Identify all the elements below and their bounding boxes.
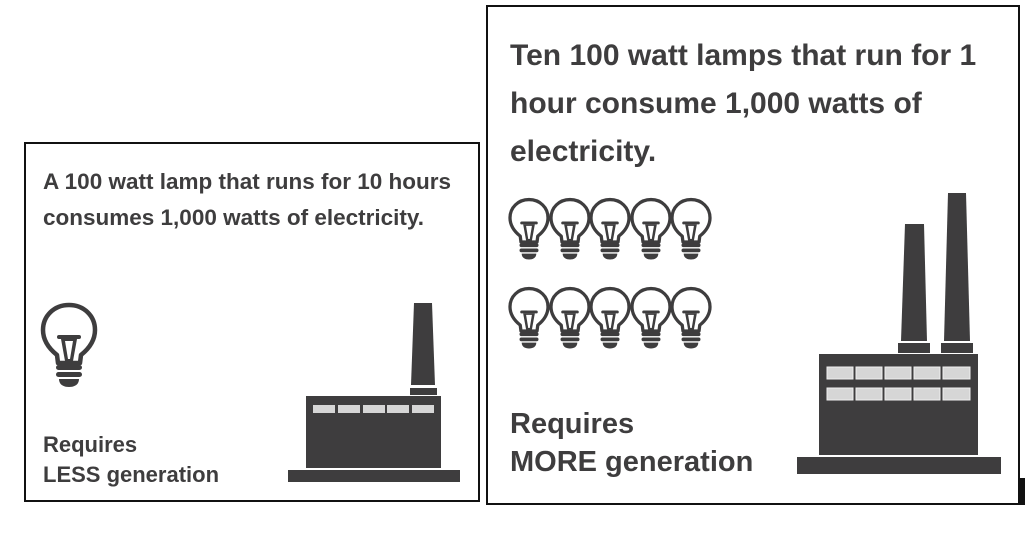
border-artifact [1019,478,1025,505]
panel-single-lamp: A 100 watt lamp that runs for 10 hours c… [24,142,480,502]
requirement-label: Requires [43,432,138,457]
generation-requirement: Requires LESS generation [43,430,219,490]
requirement-level: MORE generation [510,446,754,478]
panel-title: A 100 watt lamp that runs for 10 hours c… [43,169,451,230]
panel-title: Ten 100 watt lamps that run for 1 hour c… [510,39,977,168]
requirement-label: Requires [510,408,635,440]
generation-requirement: Requires MORE generation [510,405,753,481]
requirement-level: LESS generation [43,462,220,487]
